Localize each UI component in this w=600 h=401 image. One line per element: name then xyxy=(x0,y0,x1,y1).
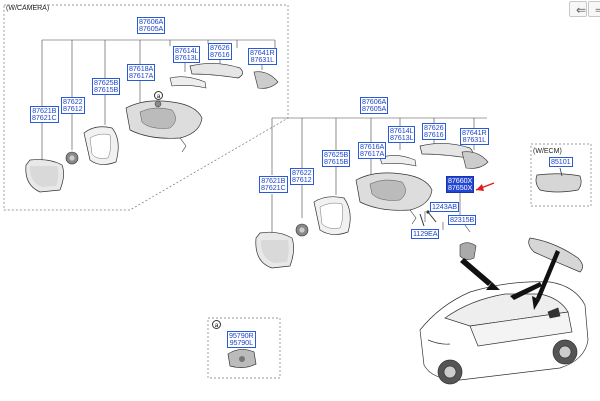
camera-mirror-housing-cover xyxy=(83,126,119,165)
main-mirror-bracket xyxy=(419,210,477,260)
main-mirror-cap xyxy=(379,143,489,169)
camera-mirror-actuator xyxy=(65,151,79,165)
vehicle-illustration xyxy=(419,281,589,385)
main-mirror-glass xyxy=(255,231,294,269)
part-label-82315b[interactable]: 82315B xyxy=(448,215,477,225)
camera-mirror-cap xyxy=(169,63,279,89)
callout-red-arrow xyxy=(475,182,495,191)
camera-mirror-glass xyxy=(25,159,64,193)
part-label-85101[interactable]: 85101 xyxy=(549,157,573,167)
forward-arrow-button[interactable]: ⇒ xyxy=(588,1,600,17)
marker-a-detail: a xyxy=(212,320,221,329)
part-label-1243ab[interactable]: 1243AB xyxy=(430,202,459,212)
part-label-1129ea[interactable]: 1129EA xyxy=(411,229,440,239)
pointer-arrows xyxy=(460,250,560,310)
camera-module xyxy=(154,100,162,108)
main-mirror-housing-cover xyxy=(313,196,351,235)
camera-mirror-base-assembly xyxy=(125,100,203,153)
ecm-section-title: (W/ECM) xyxy=(533,148,562,155)
camera-section-title: (W/CAMERA) xyxy=(6,5,50,12)
camera-leader-lines xyxy=(41,39,276,160)
detail-a-frame xyxy=(207,317,281,379)
main-mirror-actuator xyxy=(295,223,309,237)
main-mirror-base-assembly xyxy=(355,172,433,225)
marker-a-camera: a xyxy=(154,91,163,100)
ecm-section-frame xyxy=(530,143,592,207)
detail-a-mirror-motor xyxy=(227,349,257,368)
back-arrow-button[interactable]: ⇐ xyxy=(569,1,587,17)
camera-section-frame xyxy=(3,4,289,211)
inside-rearview-mirror xyxy=(535,167,582,193)
